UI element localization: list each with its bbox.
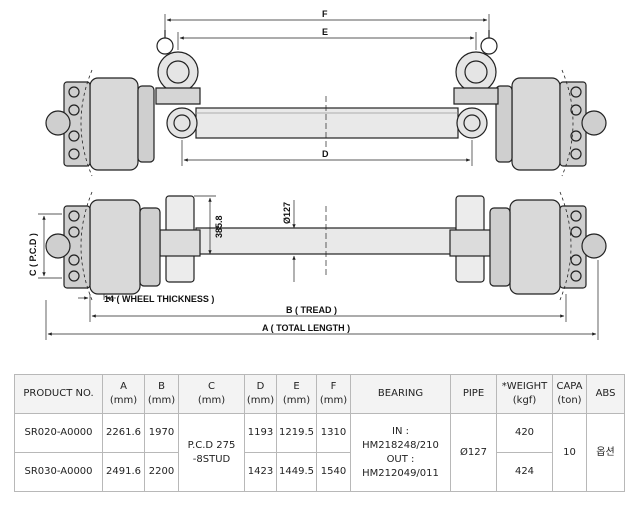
top-right-drum bbox=[511, 77, 561, 171]
header-f: F (mm) bbox=[316, 374, 351, 414]
header-capa: CAPA (ton) bbox=[552, 374, 587, 414]
header-weight-unit: (kgf) bbox=[512, 395, 537, 406]
top-dimensions bbox=[164, 14, 490, 166]
header-capa-unit: (ton) bbox=[557, 395, 582, 406]
bottom-right-drum bbox=[509, 199, 561, 295]
cell-abs: 옵션 bbox=[586, 413, 625, 492]
top-right-studs bbox=[559, 81, 607, 167]
cell-e: 1219.5 bbox=[276, 413, 317, 453]
bottom-view bbox=[45, 191, 607, 301]
dim-a-label: A ( TOTAL LENGTH ) bbox=[262, 323, 350, 333]
header-e-name: E bbox=[293, 381, 300, 392]
table-row: SR030-A0000 2491.6 2200 1423 1449.5 1540… bbox=[14, 452, 625, 492]
header-bearing: BEARING bbox=[350, 374, 451, 414]
cell-bearing-l1: IN : bbox=[392, 425, 409, 437]
top-left-studs bbox=[45, 81, 91, 167]
header-f-unit: (mm) bbox=[319, 395, 348, 406]
header-weight-name: *WEIGHT bbox=[501, 381, 548, 392]
header-product: PRODUCT NO. bbox=[14, 374, 103, 414]
cell-c-line2: -8STUD bbox=[192, 453, 231, 465]
header-capa-name: CAPA bbox=[556, 381, 583, 392]
cell-d: 1423 bbox=[244, 452, 277, 492]
dim-e-label: E bbox=[322, 27, 328, 37]
cell-product: SR030-A0000 bbox=[14, 452, 103, 492]
cell-product: SR020-A0000 bbox=[14, 413, 103, 453]
dim-height-label: 385.8 bbox=[214, 215, 224, 238]
cell-c: P.C.D 275 -8STUD bbox=[178, 413, 245, 492]
top-left-brake bbox=[155, 30, 201, 139]
cell-d: 1193 bbox=[244, 413, 277, 453]
top-axle-tube bbox=[195, 107, 459, 139]
header-weight: *WEIGHT (kgf) bbox=[496, 374, 553, 414]
spec-header-row: PRODUCT NO. A (mm) B (mm) C (mm) D (mm) E (mm… bbox=[14, 374, 625, 414]
bottom-left-studs bbox=[45, 205, 91, 289]
header-f-name: F bbox=[330, 381, 337, 392]
cell-bearing-l3: OUT : bbox=[386, 453, 415, 465]
dim-c-label: C ( P.C.D ) bbox=[28, 233, 38, 276]
header-a-name: A bbox=[120, 381, 127, 392]
cell-bearing-l4: HM212049/011 bbox=[362, 467, 439, 479]
header-e: E (mm) bbox=[276, 374, 317, 414]
header-b: B (mm) bbox=[144, 374, 179, 414]
bottom-right-studs bbox=[559, 205, 607, 289]
cell-a: 2491.6 bbox=[102, 452, 145, 492]
header-c: C (mm) bbox=[178, 374, 245, 414]
header-b-unit: (mm) bbox=[147, 395, 176, 406]
spec-table: PRODUCT NO. A (mm) B (mm) C (mm) D (mm) E (mm… bbox=[14, 374, 625, 492]
dim-b-label: B ( TREAD ) bbox=[286, 305, 337, 315]
bottom-dimensions bbox=[38, 195, 599, 340]
header-d-unit: (mm) bbox=[246, 395, 275, 406]
bottom-left-drum bbox=[89, 199, 141, 295]
top-view bbox=[45, 30, 607, 177]
cell-f: 1310 bbox=[316, 413, 351, 453]
top-left-drum bbox=[89, 77, 139, 171]
header-abs: ABS bbox=[586, 374, 625, 414]
cell-bearing-l2: HM218248/210 bbox=[362, 439, 439, 451]
header-a-unit: (mm) bbox=[109, 395, 138, 406]
cell-weight: 420 bbox=[496, 413, 553, 453]
axle-technical-drawing: F E D bbox=[28, 9, 607, 340]
header-b-name: B bbox=[158, 381, 165, 392]
dim-pipe-label: Ø127 bbox=[282, 202, 292, 224]
cell-b: 2200 bbox=[144, 452, 179, 492]
cell-b: 1970 bbox=[144, 413, 179, 453]
table-row: SR020-A0000 2261.6 1970 P.C.D 275-8STUD … bbox=[14, 413, 625, 492]
cell-weight: 424 bbox=[496, 452, 553, 492]
header-a: A (mm) bbox=[102, 374, 145, 414]
cell-a: 2261.6 bbox=[102, 413, 145, 453]
header-d: D (mm) bbox=[244, 374, 277, 414]
top-right-brake bbox=[453, 30, 499, 139]
dim-d-label: D bbox=[322, 149, 329, 159]
dim-wheel-label: 14 ( WHEEL THICKNESS ) bbox=[104, 294, 214, 304]
header-e-unit: (mm) bbox=[282, 395, 311, 406]
cell-capa: 10 bbox=[552, 413, 587, 492]
header-c-name: C bbox=[208, 381, 215, 392]
dim-f-label: F bbox=[322, 9, 328, 19]
cell-e: 1449.5 bbox=[276, 452, 317, 492]
header-d-name: D bbox=[256, 381, 265, 392]
header-pipe: PIPE bbox=[450, 374, 497, 414]
cell-pipe: Ø127 bbox=[450, 413, 497, 492]
header-c-unit: (mm) bbox=[197, 395, 226, 406]
cell-f: 1540 bbox=[316, 452, 351, 492]
bottom-axle-tube bbox=[195, 227, 457, 255]
cell-c-line1: P.C.D 275 bbox=[187, 439, 236, 451]
